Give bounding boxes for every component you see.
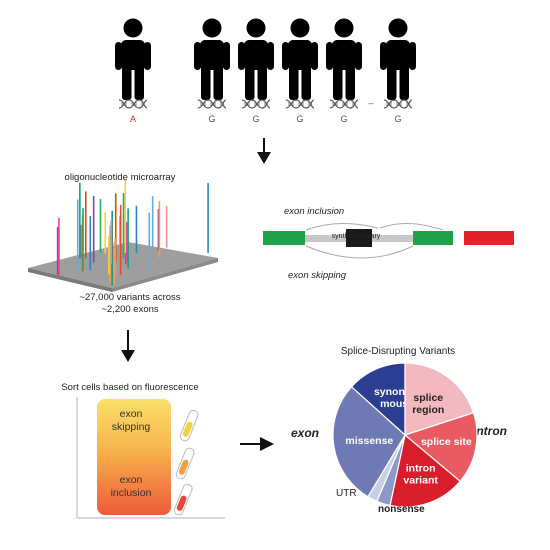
pie-slice <box>403 411 478 483</box>
pie-slice <box>404 362 475 436</box>
pie-slice-label: nonsense <box>378 504 425 515</box>
allele-label: G <box>340 114 348 124</box>
dna-icon <box>197 99 227 109</box>
microarray-title: oligonucleotide microarray <box>64 172 176 183</box>
pie-slice-label: missense <box>345 435 393 447</box>
dna-icon <box>383 99 413 109</box>
person-icon <box>238 18 274 100</box>
intron-side-label: intron <box>473 424 507 438</box>
pie-slice-label: variant <box>403 475 438 487</box>
person-icon <box>326 18 362 100</box>
allele-label: G <box>296 114 304 124</box>
ellipsis-dash: – <box>368 98 374 108</box>
exon-side-label: exon <box>291 426 320 440</box>
down-arrow-icon <box>257 138 271 164</box>
allele-label-variant: A <box>129 114 136 124</box>
variants-line-2: ~2,200 exons <box>101 304 159 315</box>
sort-title: Sort cells based on fluorescence <box>61 382 199 393</box>
pie-slice <box>389 433 462 508</box>
skipping-label-line-1: exon <box>119 408 143 420</box>
person-icon <box>282 18 318 100</box>
inclusion-label-line-2: inclusion <box>110 487 152 499</box>
pie-slice <box>332 385 406 498</box>
pie-slice-label: splice <box>413 392 443 404</box>
dna-icon <box>329 99 359 109</box>
sort-diagram <box>76 397 225 519</box>
pie-slice-label: splice site <box>421 436 472 448</box>
people-row <box>115 18 416 109</box>
pie-slice <box>350 362 406 437</box>
down-arrow-icon <box>121 330 135 362</box>
right-arrow-icon <box>240 437 274 451</box>
allele-label: G <box>252 114 260 124</box>
exon-block-green <box>413 231 453 245</box>
person-icon <box>380 18 416 100</box>
test-tube-icon <box>173 483 193 516</box>
person-icon <box>194 18 230 100</box>
allele-label: G <box>394 114 402 124</box>
allele-label: G <box>208 114 216 124</box>
inclusion-label-line-1: exon <box>119 474 143 486</box>
dna-icon <box>285 99 315 109</box>
test-tube-icon <box>179 409 199 442</box>
exon-skipping-label: exon skipping <box>288 270 347 281</box>
variants-line-1: ~27,000 variants across <box>79 292 181 303</box>
microarray-diagram <box>28 180 218 292</box>
test-tube-icon <box>175 447 195 480</box>
pie-slice-label: region <box>412 404 444 416</box>
exon-block-red <box>464 231 514 245</box>
dna-icon <box>241 99 271 109</box>
pie-slice-label: intron <box>406 463 436 475</box>
pie-slice-label: mous <box>380 398 408 410</box>
person-icon <box>115 18 151 100</box>
skipping-label-line-2: skipping <box>111 421 151 433</box>
dna-icon <box>118 99 148 109</box>
synthetic-library-label: synthetic library <box>331 233 381 240</box>
pie-title: Splice-Disrupting Variants <box>340 346 456 357</box>
exon-block-green <box>263 231 305 245</box>
pie-slice-label: UTR <box>336 488 357 499</box>
splicing-construct <box>263 222 514 259</box>
exon-inclusion-label: exon inclusion <box>284 206 345 217</box>
variant-exon-block <box>346 229 372 247</box>
